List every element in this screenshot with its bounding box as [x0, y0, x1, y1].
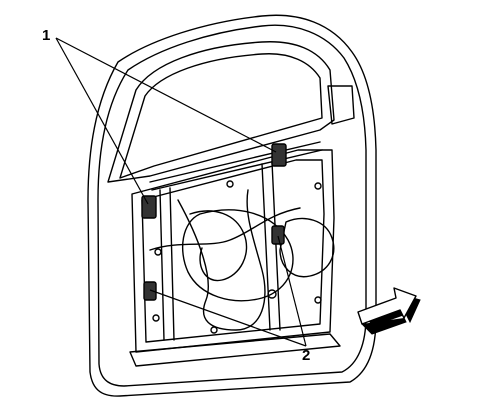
- fastener: [154, 248, 162, 256]
- fastener: [152, 314, 160, 322]
- window-frame-inner: [119, 53, 323, 179]
- regulator-cable: [177, 189, 266, 331]
- leader-2b: [277, 235, 307, 347]
- regulator-clamp-upper-left: [141, 195, 157, 219]
- direction-arrow-icon: [357, 287, 421, 335]
- regulator-rail-right: [261, 161, 281, 331]
- fastener: [210, 326, 218, 334]
- fastener: [267, 289, 277, 299]
- door-outer-outline: [87, 14, 377, 397]
- fastener: [314, 182, 322, 190]
- callout-2: 2: [302, 347, 310, 364]
- fastener: [314, 296, 322, 304]
- callout-1: 1: [42, 27, 50, 44]
- wire-harness: [149, 207, 301, 251]
- pillar-patch: [327, 85, 355, 125]
- fastener: [226, 180, 234, 188]
- leader-2a: [149, 289, 307, 347]
- upper-rail: [149, 141, 323, 191]
- inner-panel-flange: [141, 159, 325, 343]
- access-opening-large: [181, 209, 294, 302]
- leader-1a: [55, 37, 149, 205]
- regulator-rail-left: [159, 187, 175, 341]
- door-bottom-lip: [129, 333, 341, 367]
- door-inner-outline: [97, 24, 367, 387]
- regulator-clamp-upper-right: [271, 143, 287, 167]
- regulator-cable-2: [189, 210, 248, 282]
- regulator-clamp-lower-right: [271, 225, 285, 245]
- window-frame: [107, 41, 335, 183]
- regulator-clamp-lower-left: [143, 281, 157, 301]
- access-opening-small: [279, 217, 335, 278]
- leader-1b: [55, 37, 277, 153]
